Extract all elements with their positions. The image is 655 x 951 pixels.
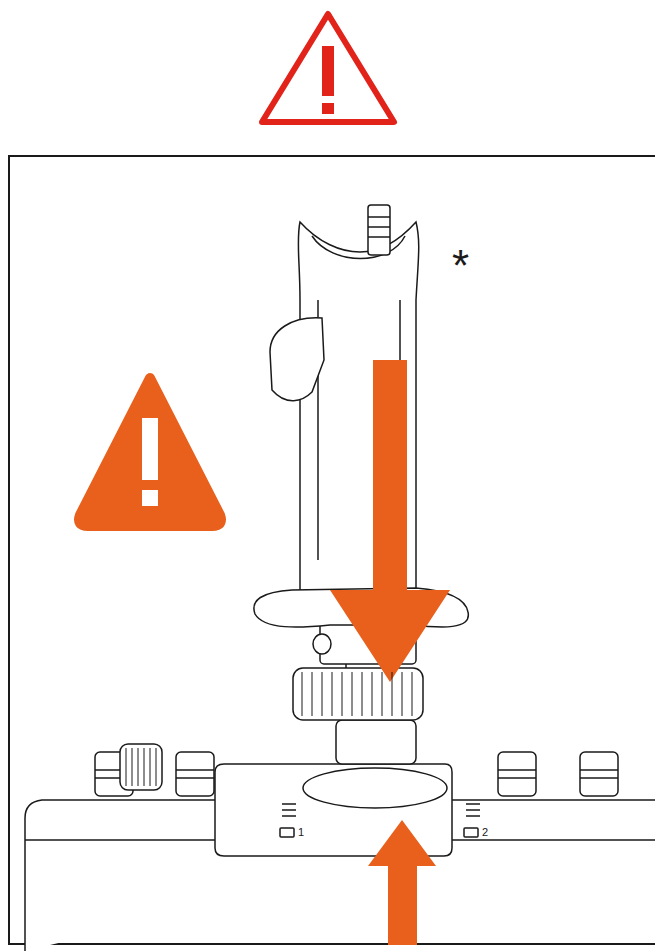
caution-triangle	[79, 378, 221, 526]
position-number: 1	[298, 827, 304, 838]
direction-arrows	[330, 360, 450, 945]
base-unit	[25, 720, 655, 951]
position-number: 2	[482, 827, 488, 838]
warning-triangle	[262, 14, 394, 122]
knurling	[126, 672, 412, 786]
footnote-asterisk: *	[452, 244, 469, 288]
joystick-grip	[254, 205, 468, 720]
